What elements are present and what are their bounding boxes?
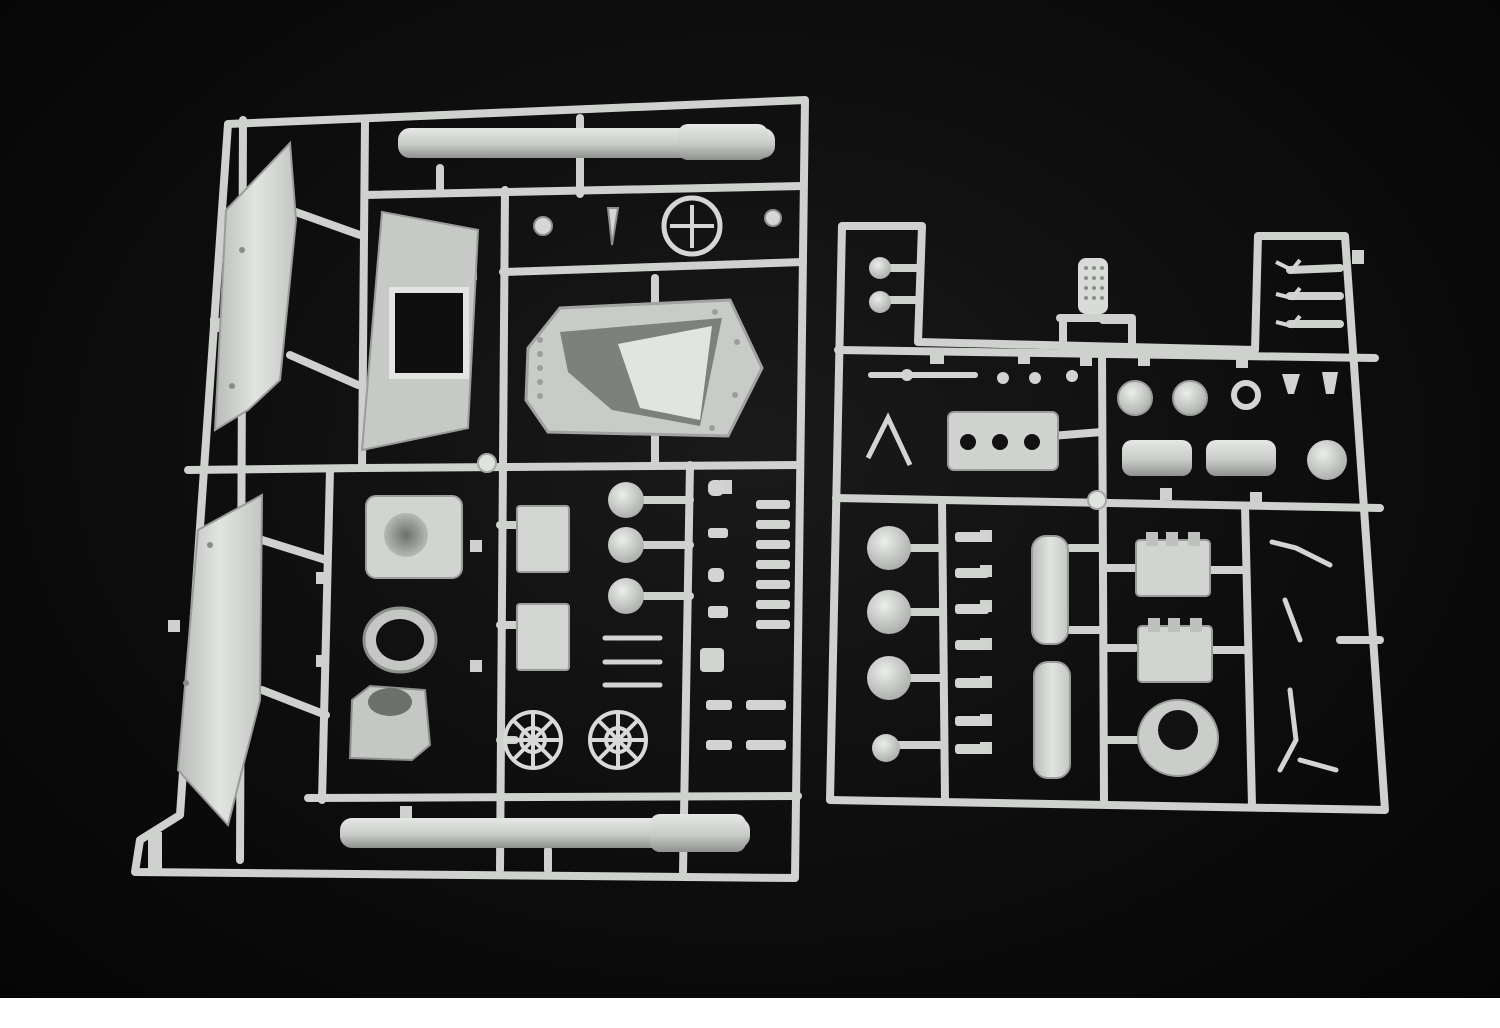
- left-sprue-parts: [176, 124, 790, 852]
- sprue-illustration: [131, 96, 1389, 882]
- right-sprue-parts: [865, 257, 1347, 779]
- bottom-strip: [0, 998, 1500, 1028]
- right-sprue: [826, 222, 1389, 814]
- product-photo: [0, 0, 1500, 998]
